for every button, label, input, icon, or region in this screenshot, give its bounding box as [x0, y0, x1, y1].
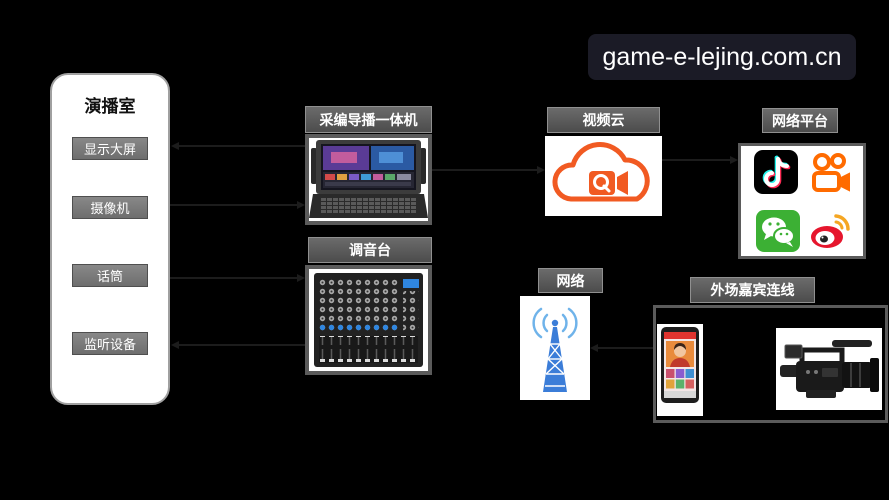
arrow-to-monitor	[171, 341, 179, 349]
mixer-display	[403, 279, 419, 288]
arrow-to-mixer	[297, 274, 305, 282]
camera-button-2	[814, 370, 818, 374]
cloud-q-tail	[602, 184, 611, 193]
camera-button	[806, 370, 810, 374]
mixer-master-knobs	[403, 291, 419, 331]
cloud-outline	[552, 142, 650, 202]
tower-braces	[545, 343, 565, 387]
phone-panel	[657, 324, 703, 416]
studio-item-microphone: 话筒	[72, 264, 148, 287]
encoder-label: 采编导播一体机	[305, 106, 432, 133]
encoder-panel	[305, 134, 432, 225]
watermark: game-e-lejing.com.cn	[588, 34, 856, 80]
camera-lcd	[784, 344, 803, 359]
arrow-to-network	[590, 344, 598, 352]
studio-box: 演播室 显示大屏 摄像机 话筒 监听设备	[50, 73, 170, 405]
cloud-label: 视频云	[547, 107, 660, 133]
cloud-panel	[545, 136, 662, 216]
weibo-icon	[811, 214, 850, 248]
camera-viewfinder	[780, 365, 800, 377]
device-handle-right	[420, 148, 426, 184]
screen-thumbnails	[325, 174, 411, 186]
arrow-to-encoder	[297, 201, 305, 209]
device-handle-left	[311, 148, 317, 184]
signal-tower-icon	[532, 307, 578, 392]
screen-highlight	[331, 152, 357, 163]
wechat-icon	[756, 210, 800, 252]
camera-grip	[806, 390, 836, 398]
camera-lens-barrel	[842, 362, 872, 388]
phone-guest-grid	[666, 369, 694, 389]
phone-bottom-bar	[664, 391, 696, 398]
video-cloud-icon	[552, 142, 650, 202]
camera-lens-hood	[870, 358, 879, 392]
cloud-q-ring	[593, 174, 609, 190]
studio-title: 演播室	[84, 97, 136, 117]
platform-icons	[754, 150, 850, 252]
platforms-panel	[738, 143, 866, 259]
network-label: 网络	[538, 268, 603, 293]
arrow-to-display-screen	[171, 142, 179, 150]
arrow-to-cloud	[537, 166, 545, 174]
mixer-faders	[319, 336, 418, 362]
studio-item-camera: 摄像机	[72, 196, 148, 219]
mixer-blue-knob-row	[319, 323, 400, 332]
broadcast-production-device-image	[309, 140, 428, 218]
network-panel	[520, 296, 590, 400]
mixer-panel	[305, 265, 432, 375]
smartphone-icon	[661, 327, 699, 403]
phone-host-face	[674, 345, 686, 357]
phone-host-hair	[674, 343, 686, 350]
tower-top	[551, 319, 559, 327]
cloud-camera-lens	[617, 171, 628, 195]
screen-highlight-2	[379, 152, 403, 163]
phone-host-body	[670, 358, 690, 367]
signal-waves	[532, 307, 578, 339]
kuaishou-icon	[812, 153, 850, 192]
phone-app-header	[664, 332, 696, 339]
platforms-label: 网络平台	[762, 108, 838, 133]
camera-panel	[776, 328, 882, 410]
mixer-label: 调音台	[308, 237, 432, 263]
camera-side-panel	[822, 368, 838, 377]
audio-mixer-image	[314, 273, 423, 367]
douyin-icon	[754, 150, 798, 194]
studio-item-monitor: 监听设备	[72, 332, 148, 355]
camera-mic	[832, 340, 872, 347]
remote-label: 外场嘉宾连线	[690, 277, 815, 303]
camcorder-icon	[780, 340, 879, 398]
arrow-to-platforms	[730, 156, 738, 164]
device-keyboard	[321, 197, 416, 213]
studio-item-display-screen: 显示大屏	[72, 137, 148, 160]
